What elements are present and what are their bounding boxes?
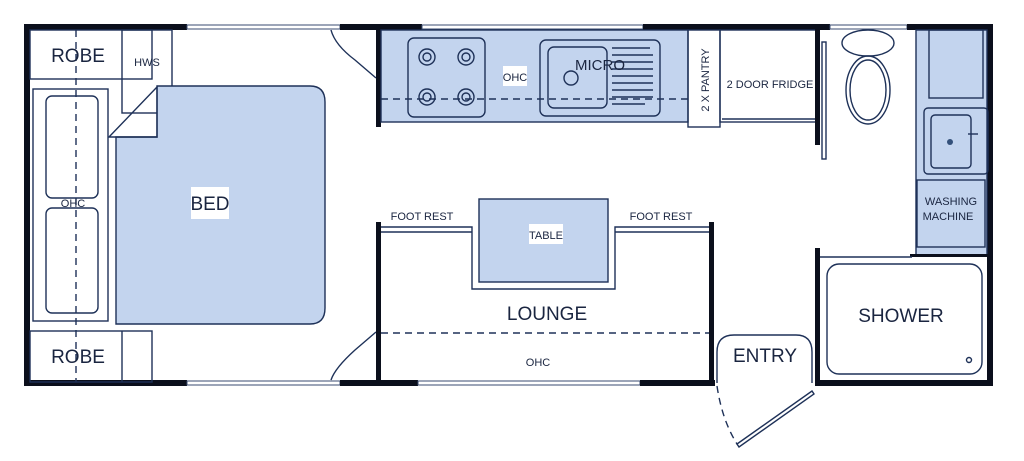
- robe-top: [29, 29, 153, 80]
- robe-bottom-label: ROBE: [51, 347, 105, 368]
- outer-walls: [24, 24, 993, 386]
- bedroom: ROBE HWS OHC BED ROBE: [29, 29, 377, 383]
- pantry-label: 2 X PANTRY: [700, 48, 712, 112]
- hws-cabinet: [121, 29, 173, 114]
- washing-machine: [916, 179, 986, 248]
- micro-label: MICRO: [575, 57, 625, 74]
- entry-door[interactable]: [736, 390, 815, 448]
- foot-rest-left-label: FOOT REST: [391, 211, 454, 223]
- fridge: [719, 29, 817, 123]
- kitchen: OHC MICRO 2 X PANTRY 2 DOOR FRIDGE: [376, 28, 817, 128]
- lounge-label: LOUNGE: [507, 304, 587, 325]
- robe-bottom: [29, 330, 153, 383]
- burner-icons: [418, 48, 475, 106]
- ohc-kitchen-label: OHC: [503, 72, 528, 84]
- sink-icon: [539, 39, 661, 117]
- pillow-icon: [45, 95, 99, 199]
- shower-drain-icon: [965, 356, 973, 364]
- entry-step: [716, 334, 813, 383]
- bed-label: BED: [190, 194, 229, 215]
- drain-icon: [563, 70, 579, 86]
- robe-top-label: ROBE: [51, 46, 105, 67]
- drainer-icon: [612, 47, 653, 105]
- lounge: TABLE FOOT REST FOOT REST LOUNGE OHC: [376, 198, 714, 383]
- ohc-lounge-label: OHC: [526, 357, 551, 369]
- ohc-bed-label: OHC: [61, 198, 86, 210]
- door-swing-icon: [716, 385, 738, 445]
- basin-icon: [930, 114, 972, 169]
- hws-label: HWS: [134, 57, 160, 69]
- toilet-icon: [841, 29, 895, 57]
- fridge-label: 2 DOOR FRIDGE: [727, 79, 814, 91]
- sliding-door[interactable]: [821, 41, 827, 160]
- shower-tray: [826, 263, 983, 375]
- door-swing-icon: [330, 331, 377, 381]
- door-swing-icon: [330, 29, 377, 79]
- entry[interactable]: ENTRY: [716, 334, 815, 448]
- washing-machine-label-1: WASHING: [925, 196, 977, 208]
- foot-rest-right-label: FOOT REST: [630, 211, 693, 223]
- bathroom: WASHING MACHINE SHOWER: [815, 28, 990, 383]
- table-label: TABLE: [529, 230, 563, 242]
- bed-corner: [107, 85, 158, 138]
- entry-label: ENTRY: [733, 346, 797, 367]
- sink-bowl: [547, 46, 608, 109]
- bedhead-ohc: [32, 88, 109, 322]
- shower-label: SHOWER: [858, 306, 944, 327]
- washing-machine-label-2: MACHINE: [923, 211, 974, 223]
- pillow-icon: [45, 207, 99, 314]
- cooktop-icon: [407, 37, 486, 118]
